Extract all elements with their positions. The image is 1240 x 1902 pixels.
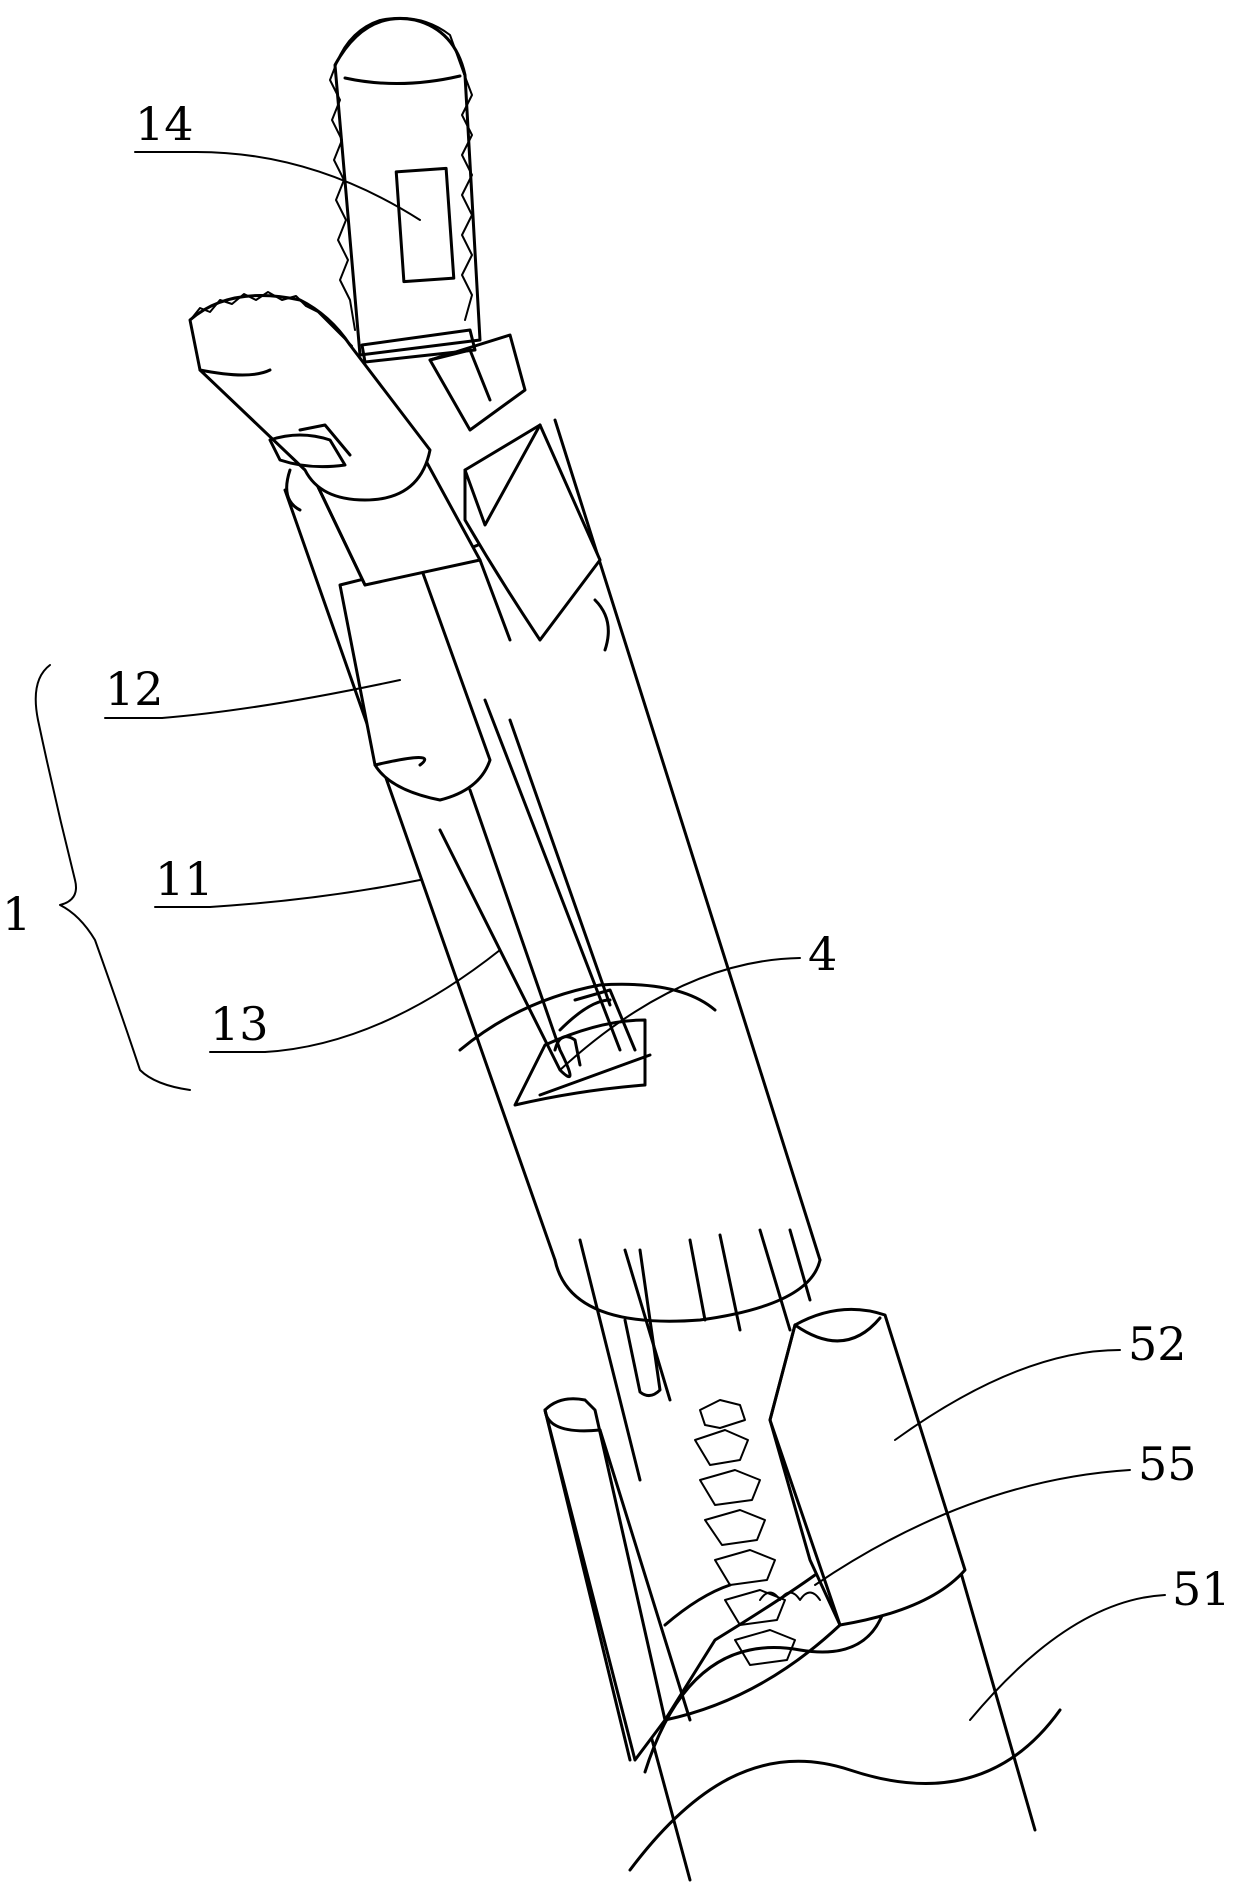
label-11-text: 11	[155, 852, 214, 906]
label-13: 13	[210, 950, 500, 1052]
label-14-text: 14	[135, 97, 194, 151]
label-4-text: 4	[808, 927, 837, 981]
label-55-text: 55	[1138, 1437, 1197, 1491]
label-11: 11	[155, 852, 420, 907]
label-52-text: 52	[1128, 1317, 1187, 1371]
label-51: 51	[970, 1562, 1231, 1720]
label-51-text: 51	[1172, 1562, 1231, 1616]
upper-jaw-14	[330, 18, 480, 362]
label-1-text: 1	[2, 887, 31, 941]
label-52: 52	[895, 1317, 1187, 1440]
label-12-text: 12	[105, 662, 164, 716]
label-13-text: 13	[210, 997, 269, 1051]
